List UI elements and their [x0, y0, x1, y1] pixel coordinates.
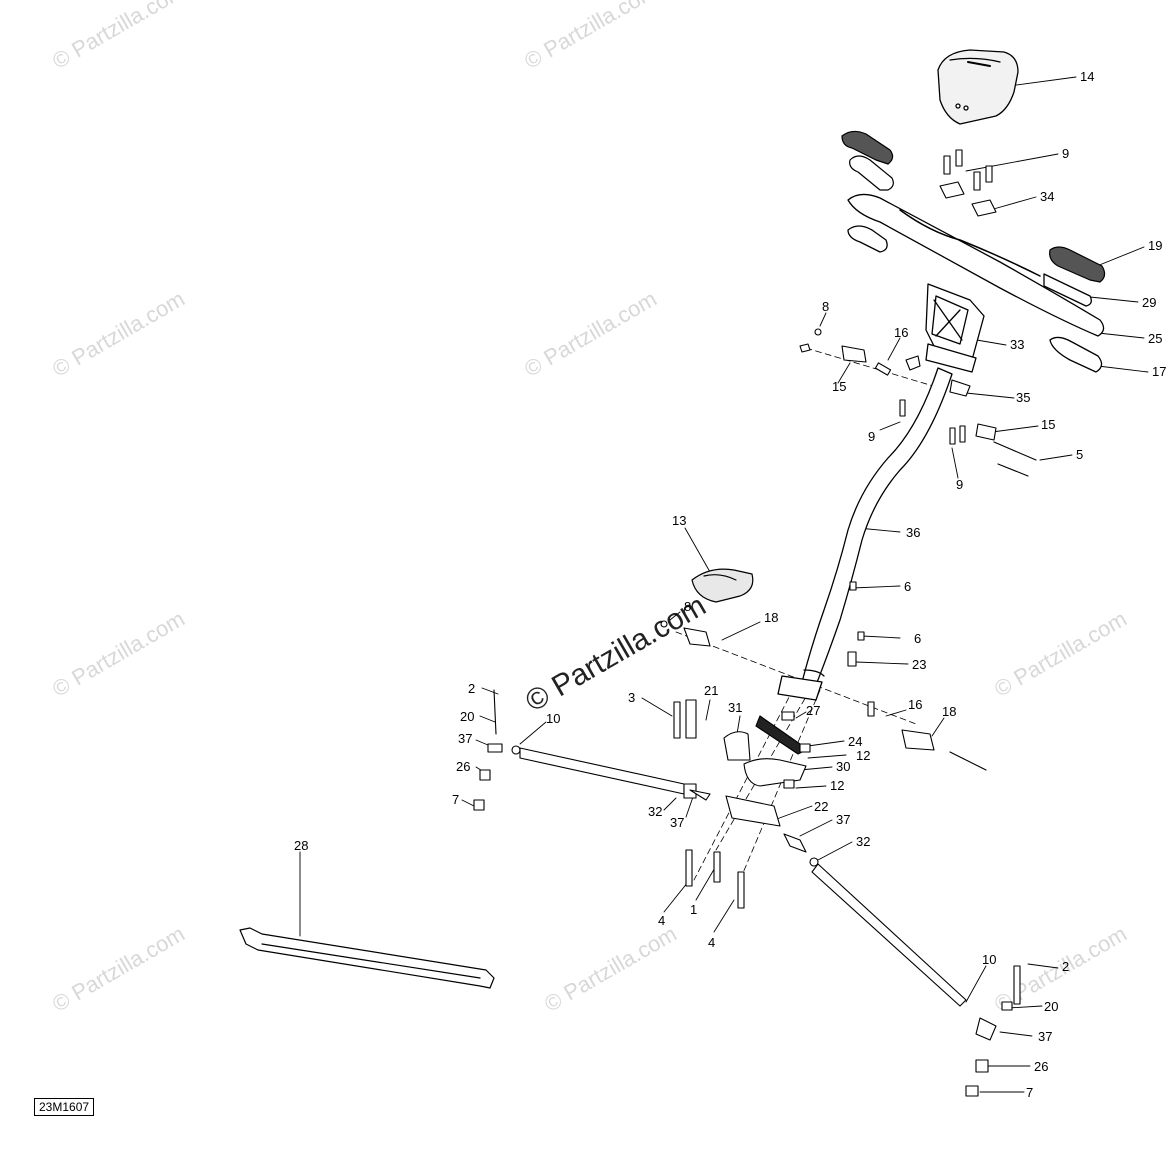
callout-10: 10: [982, 952, 997, 967]
grip-left: [841, 130, 894, 191]
callout-35: 35: [1016, 390, 1031, 405]
callout-4: 4: [658, 913, 666, 928]
callout-9: 9: [1062, 146, 1070, 161]
callout-24: 24: [848, 734, 863, 749]
callout-18: 18: [764, 610, 779, 625]
callout-37: 37: [836, 812, 851, 827]
steering-column: [777, 367, 953, 701]
callout-31: 31: [728, 700, 743, 715]
callout-20: 20: [460, 709, 475, 724]
callout-7: 7: [1026, 1085, 1034, 1100]
callout-4: 4: [708, 935, 716, 950]
callout-18: 18: [942, 704, 957, 719]
callout-30: 30: [836, 759, 851, 774]
callout-14: 14: [1080, 69, 1095, 84]
tie-rod: [239, 927, 495, 989]
callout-37: 37: [670, 815, 685, 830]
callout-26: 26: [1034, 1059, 1049, 1074]
callout-37: 37: [1038, 1029, 1053, 1044]
callout-17: 17: [1152, 364, 1167, 379]
callout-5: 5: [1076, 447, 1084, 462]
callout-25: 25: [1148, 331, 1163, 346]
callout-33: 33: [1010, 337, 1025, 352]
callout-6: 6: [914, 631, 922, 646]
riser: [925, 283, 985, 373]
callout-13: 13: [672, 513, 687, 528]
callout-1: 1: [690, 902, 698, 917]
handlebar: [847, 193, 1105, 373]
callout-20: 20: [1044, 999, 1059, 1014]
callout-23: 23: [912, 657, 927, 672]
callout-2: 2: [468, 681, 476, 696]
callout-19: 19: [1148, 238, 1163, 253]
callout-37: 37: [458, 731, 473, 746]
callout-28: 28: [294, 838, 309, 853]
steering-cover: [691, 568, 754, 603]
callout-9: 9: [956, 477, 964, 492]
callout-3: 3: [628, 690, 636, 705]
callout-34: 34: [1040, 189, 1055, 204]
callout-12: 12: [856, 748, 871, 763]
callout-8: 8: [684, 599, 692, 614]
callout-7: 7: [452, 792, 460, 807]
callout-8: 8: [822, 299, 830, 314]
callout-27: 27: [806, 703, 821, 718]
diagram-code: 23M1607: [34, 1098, 95, 1116]
callout-16: 16: [894, 325, 909, 340]
grip-right: [1049, 246, 1106, 283]
clamp-parts-upper: [799, 328, 1037, 477]
callout-15: 15: [832, 379, 847, 394]
callout-10: 10: [546, 711, 561, 726]
callout-15: 15: [1041, 417, 1056, 432]
callout-16: 16: [908, 697, 923, 712]
callout-12: 12: [830, 778, 845, 793]
callout-21: 21: [704, 683, 719, 698]
callout-2: 2: [1062, 959, 1070, 974]
callout-36: 36: [906, 525, 921, 540]
callout-32: 32: [856, 834, 871, 849]
clamp-parts-middle: [473, 581, 1021, 1097]
callout-9: 9: [868, 429, 876, 444]
callout-22: 22: [814, 799, 829, 814]
callout-26: 26: [456, 759, 471, 774]
callout-29: 29: [1142, 295, 1157, 310]
callout-6: 6: [904, 579, 912, 594]
handlebar-pad: [937, 49, 1019, 125]
bolts-top: [939, 149, 997, 217]
callout-32: 32: [648, 804, 663, 819]
